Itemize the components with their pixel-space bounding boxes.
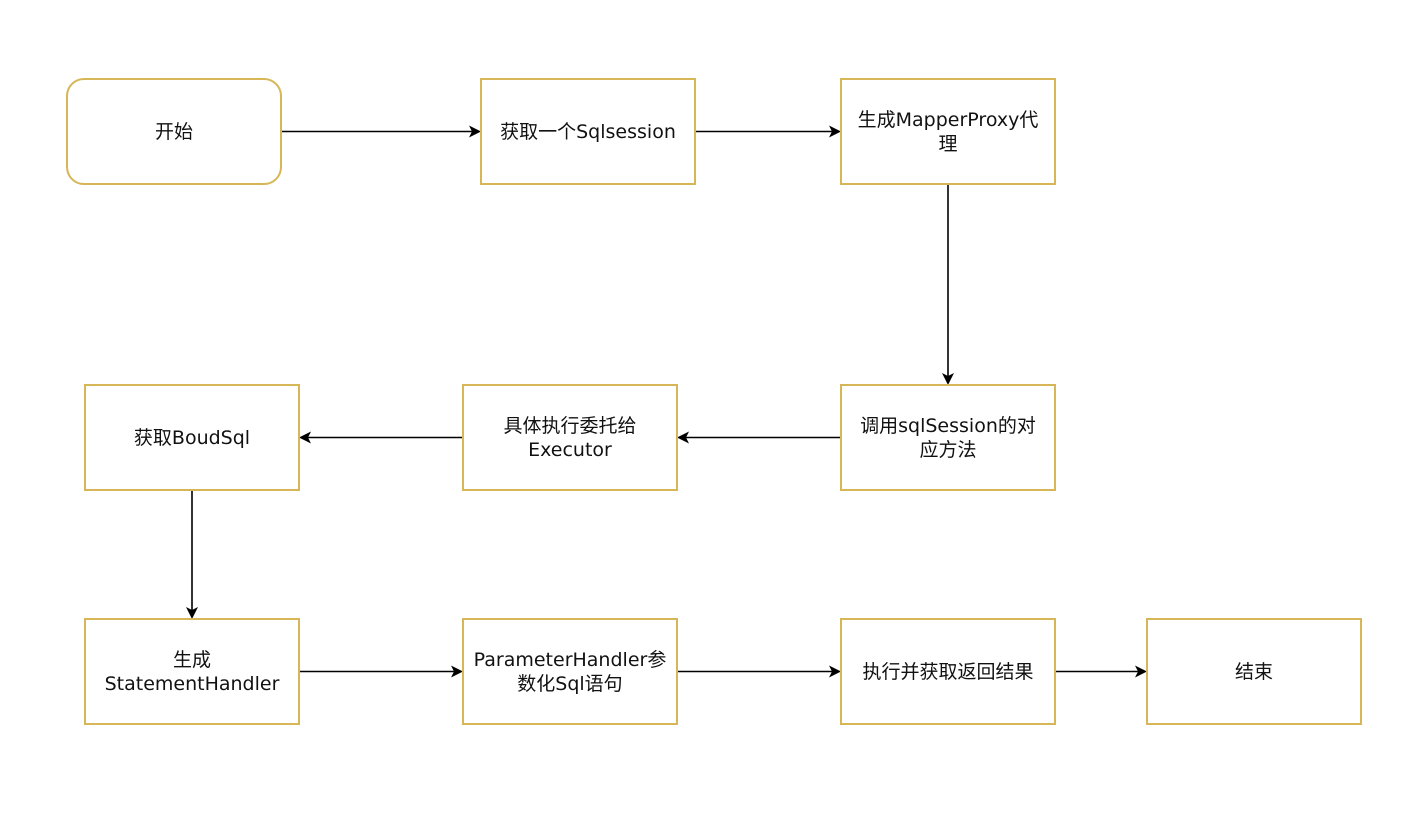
node-label: 获取BoudSql bbox=[133, 426, 251, 449]
node-label: 生成MapperProxy代 理 bbox=[857, 108, 1039, 155]
node-call-sqlsession[interactable]: 调用sqlSession的对 应方法 bbox=[840, 384, 1056, 491]
node-delegate-executor[interactable]: 具体执行委托给 Executor bbox=[462, 384, 678, 491]
node-gen-statementhandler[interactable]: 生成 StatementHandler bbox=[84, 618, 300, 725]
node-label: 结束 bbox=[1234, 660, 1273, 683]
node-label: 调用sqlSession的对 应方法 bbox=[860, 414, 1036, 461]
node-end[interactable]: 结束 bbox=[1146, 618, 1362, 725]
node-label: 具体执行委托给 Executor bbox=[503, 414, 637, 461]
node-execute-result[interactable]: 执行并获取返回结果 bbox=[840, 618, 1056, 725]
node-gen-mapperproxy[interactable]: 生成MapperProxy代 理 bbox=[840, 78, 1056, 185]
node-parameterize[interactable]: ParameterHandler参 数化Sql语句 bbox=[462, 618, 678, 725]
node-label: 执行并获取返回结果 bbox=[862, 660, 1034, 683]
node-get-sqlsession[interactable]: 获取一个Sqlsession bbox=[480, 78, 696, 185]
node-label: ParameterHandler参 数化Sql语句 bbox=[473, 648, 667, 695]
node-label: 开始 bbox=[154, 120, 193, 143]
node-label: 生成 StatementHandler bbox=[104, 648, 280, 695]
node-start[interactable]: 开始 bbox=[66, 78, 282, 185]
node-label: 获取一个Sqlsession bbox=[500, 120, 676, 143]
node-get-boundsql[interactable]: 获取BoudSql bbox=[84, 384, 300, 491]
